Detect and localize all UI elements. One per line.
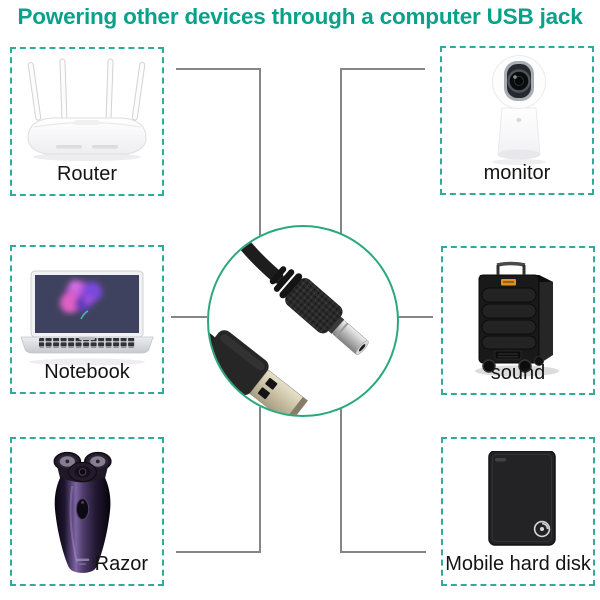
speaker-image bbox=[475, 261, 559, 377]
device-label-router: Router bbox=[56, 163, 118, 185]
connector-router-h bbox=[176, 68, 261, 70]
electric-shaver-image bbox=[53, 451, 112, 573]
device-label-hard-disk: Mobile hard disk bbox=[445, 553, 591, 575]
device-label-notebook: Notebook bbox=[44, 361, 130, 383]
connector-notebook-h bbox=[171, 316, 207, 318]
device-box-razor: Razor bbox=[10, 437, 164, 586]
device-label-monitor: monitor bbox=[483, 162, 551, 184]
device-box-router: Router bbox=[10, 47, 164, 196]
connector-sound-h bbox=[398, 316, 433, 318]
connector-disk-h bbox=[340, 551, 426, 553]
security-camera-image bbox=[492, 55, 546, 165]
connector-monitor-h bbox=[340, 68, 425, 70]
connector-razor-v bbox=[259, 407, 261, 553]
connector-monitor-v bbox=[340, 68, 342, 234]
portable-hard-drive-image bbox=[488, 451, 556, 546]
laptop-image bbox=[20, 270, 154, 366]
device-box-hard-disk: Mobile hard disk bbox=[441, 437, 595, 586]
device-box-notebook: Notebook bbox=[10, 245, 164, 394]
device-box-monitor: monitor bbox=[440, 46, 594, 195]
connector-razor-h bbox=[176, 551, 261, 553]
device-label-razor: Razor bbox=[94, 553, 148, 575]
usb-a-to-dc-barrel-cable-image bbox=[209, 227, 369, 415]
center-circle bbox=[207, 225, 399, 417]
connector-router-v bbox=[259, 68, 261, 236]
connector-disk-v bbox=[340, 409, 342, 553]
device-label-sound: sound bbox=[490, 362, 546, 384]
wifi-router-image bbox=[27, 58, 147, 161]
page-title: Powering other devices through a compute… bbox=[17, 4, 583, 29]
device-box-sound: sound bbox=[441, 246, 595, 395]
